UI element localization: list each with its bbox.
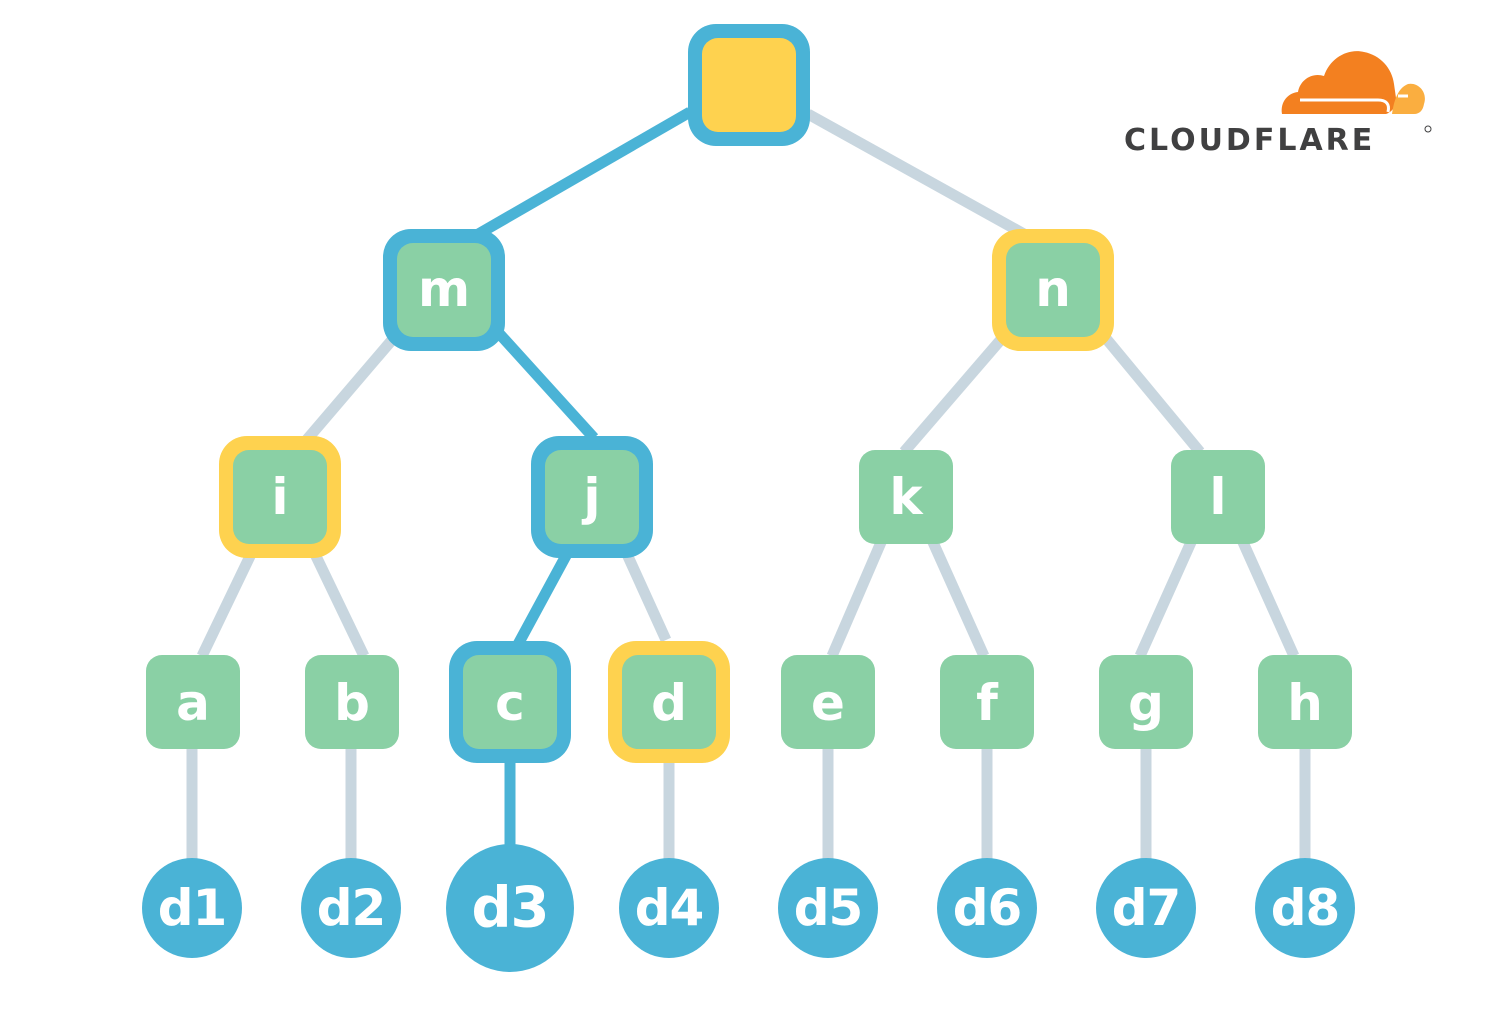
node-label-k: k [889, 468, 924, 526]
edge-m-i [293, 336, 397, 454]
node-b: b [305, 655, 399, 749]
data-d6: d6 [937, 858, 1037, 958]
node-g: g [1099, 655, 1193, 749]
node-d: d [608, 641, 730, 763]
node-label-i: i [271, 468, 288, 526]
registered-mark-icon [1424, 125, 1432, 133]
edge-i-a [197, 549, 257, 659]
cloudflare-logo: CLOUDFLARE [1124, 51, 1432, 158]
cloud-icon [1281, 51, 1425, 114]
node-label-j: j [581, 468, 600, 526]
edge-j-d [620, 549, 672, 643]
logo-text: CLOUDFLARE [1124, 123, 1375, 158]
root-node [688, 24, 810, 146]
edge-m-j [491, 326, 599, 442]
data-label-d6: d6 [953, 879, 1022, 937]
edge-l-g [1134, 537, 1198, 659]
data-d7: d7 [1096, 858, 1196, 958]
data-d3: d3 [446, 844, 574, 972]
node-label-e: e [811, 674, 845, 732]
node-label-d: d [651, 674, 687, 732]
edge-root-m [465, 107, 693, 245]
data-d4: d4 [619, 858, 719, 958]
node-label-l: l [1209, 468, 1226, 526]
node-h: h [1258, 655, 1352, 749]
node-label-c: c [495, 674, 525, 732]
data-d1: d1 [142, 858, 242, 958]
data-label-d8: d8 [1271, 879, 1340, 937]
node-label-h: h [1287, 674, 1323, 732]
edge-i-b [309, 549, 369, 659]
node-n: n [992, 229, 1114, 351]
data-d2: d2 [301, 858, 401, 958]
data-label-d7: d7 [1112, 879, 1181, 937]
node-c: c [449, 641, 571, 763]
node-j: j [531, 436, 653, 558]
node-m: m [383, 229, 505, 351]
node-label-n: n [1035, 260, 1071, 318]
edge-j-c [511, 549, 573, 651]
data-label-d3: d3 [471, 876, 548, 941]
data-label-d1: d1 [158, 879, 227, 937]
edge-n-k [899, 332, 1009, 456]
node-label-a: a [176, 674, 210, 732]
data-d8: d8 [1255, 858, 1355, 958]
node-l: l [1171, 450, 1265, 544]
data-label-d2: d2 [317, 879, 386, 937]
node-label-m: m [418, 260, 470, 318]
node-label-g: g [1128, 674, 1164, 732]
node-i: i [219, 436, 341, 558]
data-d5: d5 [778, 858, 878, 958]
edge-k-e [826, 537, 888, 659]
data-label-d5: d5 [794, 879, 863, 937]
node-label-b: b [334, 674, 370, 732]
node-e: e [781, 655, 875, 749]
data-label-d4: d4 [635, 879, 704, 937]
edge-root-n [805, 109, 1027, 239]
node-a: a [146, 655, 240, 749]
edge-l-h [1236, 537, 1300, 659]
edge-n-l [1099, 332, 1205, 456]
node-f: f [940, 655, 1034, 749]
node-k: k [859, 450, 953, 544]
edges [186, 107, 1311, 866]
node-label-f: f [976, 674, 999, 732]
edge-k-f [926, 537, 990, 659]
